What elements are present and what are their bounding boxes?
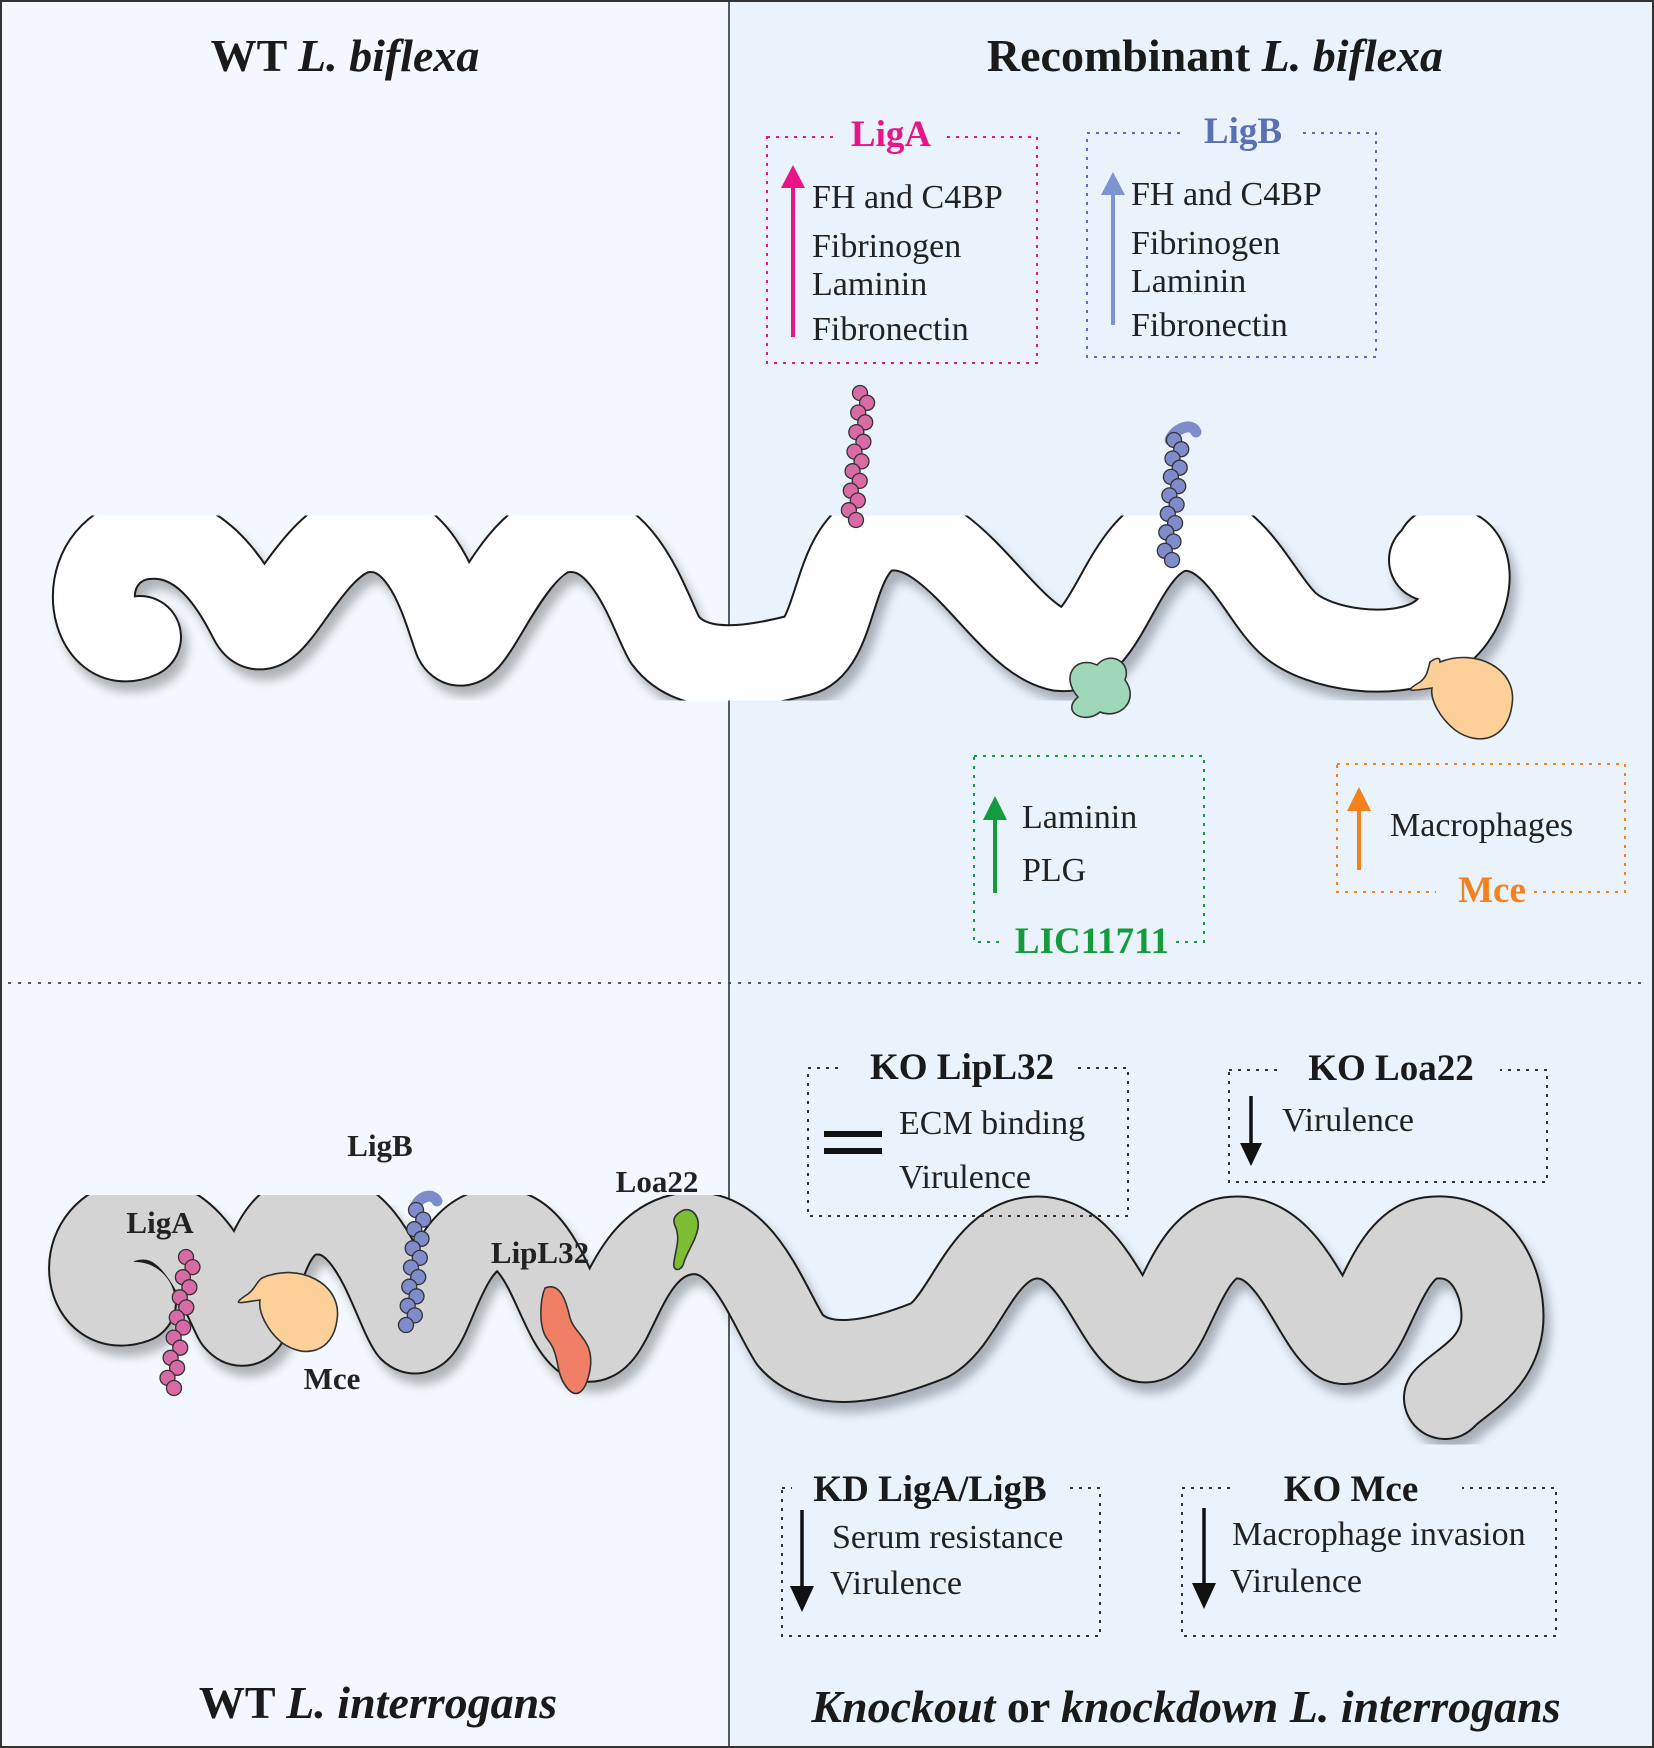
liga-bot-bead: [165, 1379, 183, 1397]
ko-loa22-box-border: [1228, 1069, 1548, 1183]
mce-up-arrow-icon: [1347, 787, 1371, 811]
liga-bot-bead: [175, 1319, 192, 1336]
title-wt-interrogans: WT L. interrogans: [199, 1677, 557, 1728]
liga-top-bead: [847, 511, 865, 529]
ligb-top-bead: [1163, 551, 1181, 569]
mce-function-box: Mce Macrophages: [1336, 763, 1626, 912]
ligb-up-arrow-icon: [1101, 172, 1125, 195]
ligb-protein-bottom: [397, 1190, 443, 1334]
biflexa-cell-body: [51, 487, 1511, 709]
lic11711-up-arrow-icon: [983, 796, 1007, 820]
liga-bot-bead: [168, 1359, 186, 1376]
ligb-line-3: Laminin: [1131, 263, 1246, 300]
ko-lipl32-header-gap: [844, 1044, 1074, 1088]
liga-up-arrow-icon: [781, 165, 805, 188]
lic11711-box-header: LIC11711: [1015, 921, 1169, 962]
ko-lipl32-box: KO LipL32 ECM binding Virulence: [807, 1044, 1129, 1217]
ligb-box-header: LigB: [1204, 111, 1282, 152]
label-loa22: Loa22: [616, 1164, 699, 1199]
liga-protein-top: [840, 384, 876, 529]
lipl32-protein: [540, 1286, 592, 1395]
equal-sign-icon-bottom: [824, 1148, 882, 1154]
lic11711-function-box: LIC11711 Laminin PLG: [973, 755, 1205, 964]
ligb-function-box: LigB FH and C4BP Fibrinogen Laminin Fibr…: [1086, 108, 1377, 358]
ligb-header-gap: [1186, 108, 1300, 152]
lic11711-header-gap: [1002, 918, 1176, 964]
liga-bot-bead: [172, 1339, 189, 1356]
lic11711-line-2: PLG: [1022, 852, 1086, 889]
ko-mce-box: KO Mce Macrophage invasion Virulence: [1181, 1466, 1557, 1637]
kd-ligab-line-2: Virulence: [830, 1565, 962, 1602]
ko-loa22-box-header: KO Loa22: [1308, 1048, 1474, 1089]
ligb-bot-bead: [397, 1316, 415, 1334]
ko-lipl32-box-header: KO LipL32: [870, 1047, 1054, 1088]
ko-loa22-line-1: Virulence: [1282, 1102, 1414, 1139]
mce-box-header: Mce: [1458, 870, 1526, 911]
kd-ligab-line-1: Serum resistance: [832, 1519, 1063, 1556]
ligb-line-2: Fibrinogen: [1131, 225, 1280, 262]
liga-bot-bead: [184, 1258, 201, 1276]
ligb-protein-top: [1156, 421, 1202, 569]
kd-ligab-box-border: [781, 1487, 1101, 1637]
liga-box-header: LigA: [851, 114, 931, 155]
label-lipl32: LipL32: [491, 1235, 589, 1270]
kd-ligab-header-gap: [792, 1466, 1066, 1510]
lic11711-line-1: Laminin: [1022, 799, 1137, 836]
liga-line-1: FH and C4BP: [812, 179, 1003, 216]
ko-mce-header-gap: [1236, 1466, 1462, 1510]
ko-mce-line-1: Macrophage invasion: [1232, 1516, 1526, 1553]
ko-mce-box-header: KO Mce: [1284, 1469, 1419, 1510]
mce-protein-top: [1409, 656, 1514, 740]
ko-loa22-header-gap: [1280, 1046, 1500, 1090]
liga-protein-bottom: [159, 1248, 201, 1397]
kd-ligab-down-arrow-icon: [790, 1586, 814, 1612]
liga-line-4: Fibronectin: [812, 311, 969, 348]
ko-lipl32-line-1: ECM binding: [899, 1105, 1085, 1142]
liga-bot-bead: [181, 1279, 198, 1296]
liga-bot-bead: [178, 1299, 195, 1316]
mce-header-gap: [1436, 866, 1532, 912]
left-panel-background: [0, 0, 729, 1748]
title-wt-biflexa: WT L. biflexa: [211, 30, 480, 81]
liga-line-3: Laminin: [812, 266, 927, 303]
liga-function-box: LigA FH and C4BP Fibrinogen Laminin Fibr…: [766, 110, 1038, 364]
label-ligb: LigB: [347, 1128, 412, 1163]
kd-ligab-box: KD LigA/LigB Serum resistance Virulence: [781, 1466, 1101, 1637]
mce-protein-bottom: [237, 1271, 339, 1353]
label-mce: Mce: [304, 1361, 361, 1396]
liga-header-gap: [838, 110, 944, 154]
title-recombinant-biflexa: Recombinant L. biflexa: [987, 30, 1443, 81]
liga-line-2: Fibrinogen: [812, 228, 961, 265]
kd-ligab-box-header: KD LigA/LigB: [813, 1469, 1046, 1510]
lic11711-protein: [1069, 657, 1131, 719]
ko-loa22-box: KO Loa22 Virulence: [1228, 1046, 1548, 1183]
ko-loa22-down-arrow-icon: [1240, 1143, 1262, 1166]
equal-sign-icon-top: [824, 1131, 882, 1137]
ko-lipl32-line-2: Virulence: [899, 1159, 1031, 1196]
title-knockout-interrogans: Knockout or knockdown L. interrogans: [810, 1681, 1560, 1732]
ligb-line-1: FH and C4BP: [1131, 176, 1322, 213]
label-liga: LigA: [126, 1205, 194, 1240]
loa22-protein: [672, 1208, 700, 1271]
ko-mce-line-2: Virulence: [1230, 1563, 1362, 1600]
ko-mce-down-arrow-icon: [1192, 1583, 1216, 1609]
interrogans-cell-body: [48, 1171, 1545, 1440]
mce-line-1: Macrophages: [1390, 807, 1573, 844]
ligb-line-4: Fibronectin: [1131, 307, 1288, 344]
